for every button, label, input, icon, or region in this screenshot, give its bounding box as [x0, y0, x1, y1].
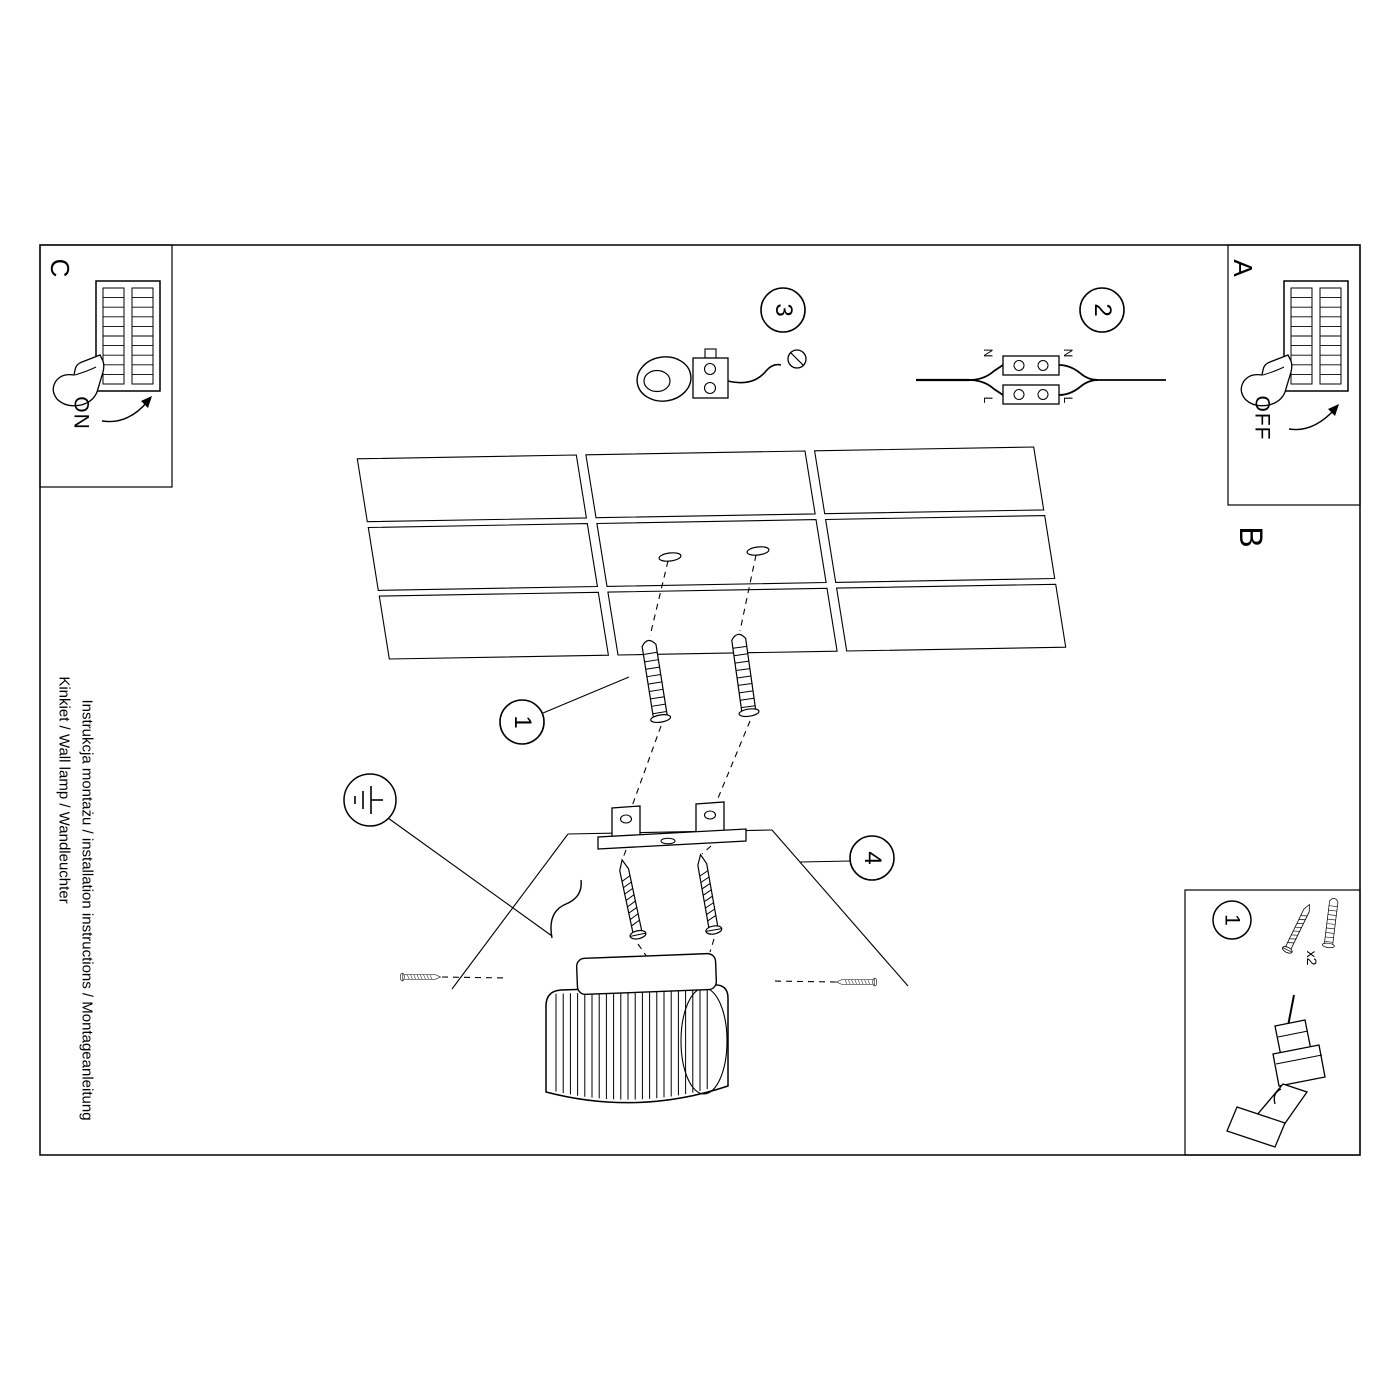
parts-box-drawing [1212, 897, 1341, 1148]
terminal-block-n [1002, 355, 1060, 376]
terminal-screw [1037, 360, 1049, 371]
tile [356, 454, 588, 523]
screw-quantity-label: x2 [1304, 950, 1320, 966]
shade-outline [545, 984, 729, 1104]
box-c-frame [39, 244, 173, 488]
screw-slot [790, 352, 804, 366]
box-a-frame [1227, 244, 1361, 506]
clamp-top-screw [704, 348, 717, 359]
wall-anchor [637, 638, 672, 725]
bracket-hole [703, 810, 717, 820]
on-arrow [101, 400, 149, 423]
wire-l-left [968, 379, 1004, 396]
side-screw [836, 977, 878, 987]
parts-anchor-icon [1321, 897, 1341, 949]
step1-circle [499, 699, 545, 745]
label-c: C [45, 258, 75, 278]
switch-off-label: OFF [1250, 395, 1274, 441]
wire-n-left [968, 364, 1004, 381]
parts-step-number: 1 [1220, 914, 1244, 926]
page-border [39, 244, 1361, 1156]
cable-clamp-drawing [636, 287, 807, 402]
step4-leader [799, 860, 852, 863]
side-screw [399, 972, 441, 982]
mounting-screw [613, 857, 648, 941]
tile [835, 583, 1067, 652]
fusebox-a-icon [1283, 280, 1349, 392]
lamp-canopy-drawing [575, 952, 718, 996]
mounting-hole [746, 546, 770, 556]
label-b: B [1233, 526, 1269, 548]
wire-label-live: L [981, 396, 995, 404]
tile [824, 515, 1056, 583]
tile [813, 446, 1045, 515]
ground-symbol [343, 773, 582, 939]
parts-step-circle [1212, 900, 1252, 940]
tile [585, 450, 816, 519]
step4-circle [849, 835, 895, 881]
guide-lines [441, 976, 837, 983]
on-arrowhead [141, 396, 152, 408]
ground-circle [343, 773, 397, 827]
terminal-screw [703, 362, 717, 376]
label-a: A [1228, 259, 1258, 277]
off-arrow [1288, 408, 1336, 431]
tile [596, 519, 827, 587]
step3-circle [760, 287, 806, 333]
terminal-screw [703, 381, 717, 395]
wire-n-right [1058, 364, 1166, 381]
step3-number: 3 [770, 303, 797, 317]
tile [378, 591, 610, 660]
off-arrowhead [1328, 404, 1339, 416]
bracket-slot [660, 837, 676, 845]
drill-icon [1226, 994, 1326, 1148]
bracket-hole [619, 814, 633, 824]
shade-ribs [555, 989, 708, 1100]
terminal-screw [1013, 389, 1025, 400]
wire-label-live: L [1061, 396, 1075, 404]
footer-title-line: Instrukcja montażu / installation instru… [78, 699, 96, 1121]
mounting-hole [658, 552, 682, 562]
wire-label-neutral: N [981, 348, 995, 358]
tile [367, 523, 599, 591]
step1-number: 1 [509, 715, 536, 729]
fusebox-c-icon [95, 280, 161, 392]
clamp-ring-inner [643, 369, 671, 393]
step2-circle [1079, 287, 1125, 333]
parts-box-frame [1184, 889, 1361, 1156]
step1-leader [542, 676, 630, 714]
earth-icon [354, 786, 383, 814]
footer-product-line: Kinkiet / Wall lamp / Wandleuchter [55, 676, 73, 904]
lamp-shade-drawing [545, 984, 729, 1104]
terminal-block-l [1002, 384, 1060, 405]
wall-anchor [727, 632, 761, 719]
box-a-drawing [1240, 280, 1349, 431]
step2-number: 2 [1089, 303, 1116, 317]
wire-l-right [1058, 379, 1099, 396]
clamp-wire [727, 363, 782, 384]
tile [607, 587, 838, 656]
step4-number: 4 [859, 851, 886, 865]
switch-on-label: ON [69, 396, 93, 430]
mounting-screw [692, 852, 723, 936]
parts-screw-icon [1281, 901, 1315, 955]
mounting-bracket-drawing [597, 801, 747, 850]
box-c-drawing [52, 280, 161, 423]
earth-wire [550, 879, 582, 939]
terminal-screw [1013, 360, 1025, 371]
ground-leader [387, 817, 553, 937]
tiled-wall-drawing [356, 446, 1067, 660]
wire-connectors-drawing [916, 287, 1166, 405]
terminal-screw [1037, 389, 1049, 400]
wire-label-neutral: N [1061, 348, 1075, 358]
guide-lines [630, 554, 757, 810]
guide-lines [622, 845, 715, 958]
